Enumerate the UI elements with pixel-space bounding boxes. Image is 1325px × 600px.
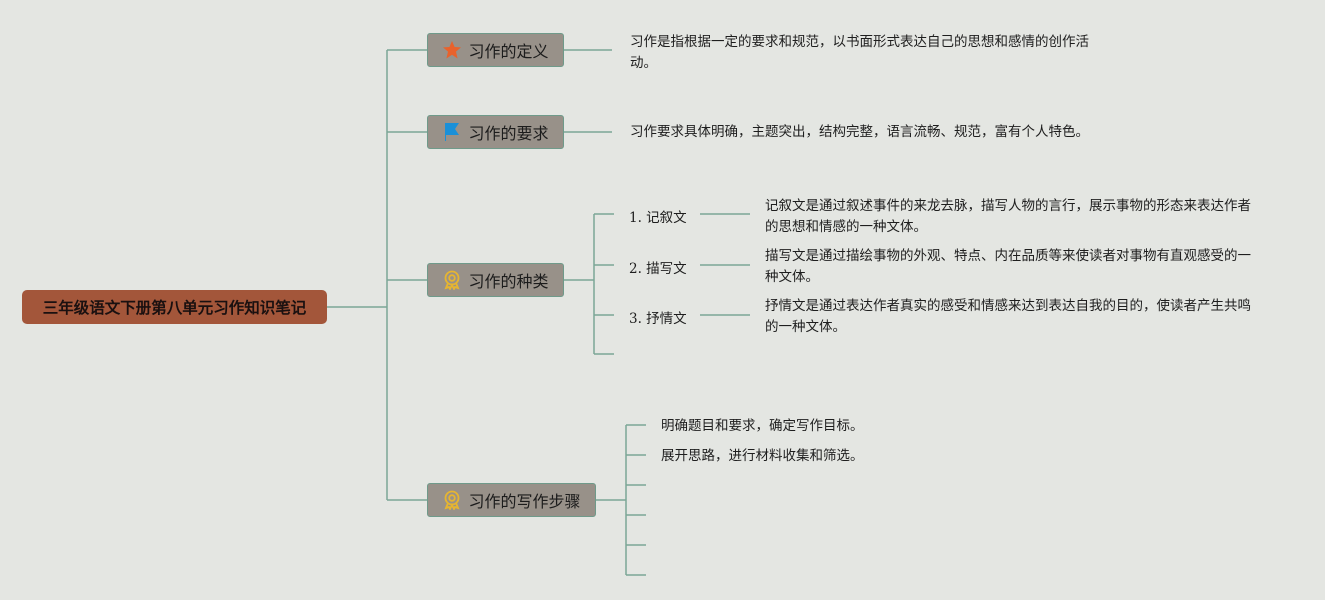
branch-label: 习作的种类 bbox=[468, 272, 549, 291]
root-topic[interactable]: 三年级语文下册第八单元习作知识笔记 bbox=[22, 290, 327, 324]
type-description: 描写文是通过描绘事物的外观、特点、内在品质等来使读者对事物有直观感受的一种文体。 bbox=[765, 248, 1251, 285]
branch-types[interactable]: 习作的种类 bbox=[427, 263, 564, 297]
step-text: 明确题目和要求，确定写作目标。 bbox=[661, 418, 864, 434]
type-label[interactable]: 3. 抒情文 bbox=[629, 311, 687, 327]
type-label[interactable]: 1. 记叙文 bbox=[629, 210, 687, 226]
award-icon bbox=[444, 270, 461, 290]
root-title: 三年级语文下册第八单元习作知识笔记 bbox=[42, 299, 307, 317]
branch-steps[interactable]: 习作的写作步骤 bbox=[427, 483, 596, 517]
branch-label: 习作的写作步骤 bbox=[468, 492, 581, 511]
branch-label: 习作的定义 bbox=[468, 42, 549, 61]
step-text: 展开思路，进行材料收集和筛选。 bbox=[661, 448, 864, 464]
branch-requirements[interactable]: 习作的要求 bbox=[427, 115, 564, 149]
type-description: 抒情文是通过表达作者真实的感受和情感来达到表达自我的目的，使读者产生共鸣的一种文… bbox=[765, 298, 1251, 335]
flag-icon bbox=[445, 123, 460, 141]
definition-text: 习作是指根据一定的要求和规范，以书面形式表达自己的思想和感情的创作活动。 bbox=[630, 34, 1089, 71]
award-icon bbox=[444, 490, 461, 510]
type-label[interactable]: 2. 描写文 bbox=[629, 261, 687, 277]
star-icon bbox=[443, 41, 462, 59]
branch-label: 习作的要求 bbox=[468, 124, 549, 143]
type-description: 记叙文是通过叙述事件的来龙去脉，描写人物的言行，展示事物的形态来表达作者的思想和… bbox=[765, 198, 1251, 235]
branch-definition[interactable]: 习作的定义 bbox=[427, 33, 564, 67]
requirements-text: 习作要求具体明确，主题突出，结构完整，语言流畅、规范，富有个人特色。 bbox=[630, 124, 1089, 140]
